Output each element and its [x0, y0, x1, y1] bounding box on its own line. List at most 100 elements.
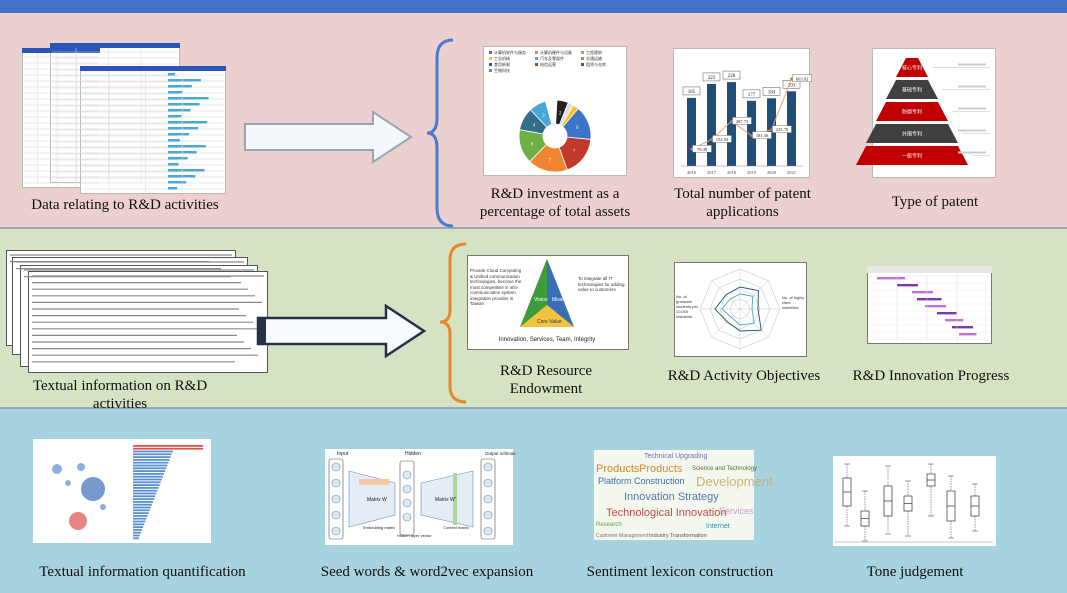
pyramid-level-label: 防御专利 — [902, 109, 922, 116]
nn-matrix-w: Matrix W — [367, 497, 387, 503]
word2vec-diagram: Input Hidden Output softmax Matrix W Mat… — [328, 451, 516, 540]
pyramid-level — [856, 146, 968, 165]
sheet-data-bar — [168, 97, 209, 100]
quant-bar — [133, 509, 150, 512]
pie-legend-swatch — [535, 63, 538, 66]
pie-legend-label: 工程建筑 — [586, 49, 602, 55]
bubble — [77, 463, 85, 471]
nn-output-node — [483, 462, 493, 472]
patent-x-tick: 2018 — [727, 170, 737, 175]
pie-slice — [560, 104, 579, 128]
nn-embed-row — [359, 479, 389, 485]
pie-chart: 计算机软件与服务计算机硬件与设备工程建筑工业机械汽车及零部件交通运输食用纸制电信… — [489, 49, 606, 173]
patent-line-label-box — [712, 135, 732, 143]
nn-hidden-node — [402, 512, 412, 522]
pyramid-level — [896, 58, 928, 77]
sheet-data-bar — [168, 121, 208, 124]
sheet-header — [80, 66, 226, 71]
patent-bar — [687, 97, 696, 166]
quant-bar — [133, 475, 163, 478]
cloud-word-7: Technological Innovation — [606, 507, 726, 519]
gantt-bar — [945, 319, 964, 322]
cloud-word-9: Research — [596, 522, 622, 528]
patent-line-label-box — [792, 74, 812, 82]
nn-embed-label: Embedding matrix — [363, 525, 395, 530]
word-cloud: Technical Upgrading Products Products Sc… — [596, 453, 773, 539]
nn-input-box — [328, 458, 344, 540]
patent-line-point — [790, 77, 793, 81]
pyramid-desc-line — [958, 151, 986, 154]
caption-sentiment-lexicon: Sentiment lexicon construction — [586, 564, 774, 580]
patent-x-tick: 2016 — [687, 170, 697, 175]
caption-word2vec: Seed words & word2vec expansion — [320, 564, 534, 580]
cloud-word-8: Services — [719, 506, 754, 516]
top-bar — [0, 0, 1067, 13]
gantt-bar — [925, 305, 946, 308]
patent-line-point — [750, 134, 753, 137]
nn-input-label: Input — [337, 451, 349, 457]
nn-hidden-node — [402, 498, 412, 508]
quant-bar — [133, 481, 161, 484]
sheet-data-bar — [168, 163, 179, 166]
cloud-word-2: Products — [639, 463, 683, 475]
pie-legend-swatch — [581, 57, 584, 60]
sheet-data-bar — [168, 73, 175, 76]
quant-bar — [133, 492, 157, 495]
pie-slice-label: 7 — [549, 158, 552, 163]
patent-line — [691, 78, 792, 150]
cloud-word-11: Industry Transformation — [649, 533, 707, 539]
sheet-data-bar — [168, 169, 205, 172]
quant-bar — [133, 487, 159, 489]
nn-hidden-node — [402, 484, 412, 494]
pie-legend-swatch — [535, 57, 538, 60]
gantt-chart — [867, 266, 992, 342]
pyramid-level-label: 基础专利 — [902, 87, 922, 94]
pie-slice-label: 2 — [551, 111, 554, 116]
patent-line-label: 603.92 — [796, 76, 808, 81]
quant-bar — [133, 498, 155, 500]
patent-x-tick: 2020 — [767, 170, 777, 175]
gantt-bar — [912, 291, 933, 294]
pyramid-level-label: 一般专利 — [902, 153, 922, 160]
pie-legend-label: 租赁与仓库 — [586, 61, 606, 67]
patent-bar — [747, 100, 756, 166]
patent-bar-label: 184 — [768, 90, 776, 95]
quant-bar — [133, 503, 152, 506]
sheet-data-bar — [168, 187, 178, 190]
radar-right-label: No. of highly cited scientists — [782, 295, 805, 310]
mission-label: Mission — [552, 297, 569, 303]
pie-slice-label: 6 — [576, 126, 579, 131]
pie-legend-label: 电信运营 — [540, 61, 556, 67]
nn-hidden-vec-label: Hidden layer vector — [397, 533, 432, 538]
quant-bar — [133, 537, 139, 540]
patent-line-label: 225.79 — [776, 127, 789, 132]
patent-bar — [727, 82, 736, 166]
pie-legend-label: 食用纸制 — [494, 61, 510, 67]
quant-bar — [133, 526, 144, 528]
nn-context-label: Context matrix — [443, 525, 469, 530]
sheet-data-bar — [168, 91, 183, 94]
caption-type-of-patent: Type of patent — [891, 194, 979, 210]
cloud-word-0: Technical Upgrading — [644, 453, 708, 460]
patent-line-point — [770, 128, 773, 131]
cloud-word-3: Science and Technology — [692, 466, 757, 472]
pie-slice-label: 6 — [531, 142, 534, 147]
caption-data-r-and-d: Data relating to R&D activities — [31, 197, 219, 213]
quant-bar — [133, 529, 142, 531]
arrow-right-2 — [256, 303, 427, 359]
vision-label: Vision — [534, 297, 548, 303]
bubble — [65, 480, 71, 486]
quant-bar — [133, 450, 173, 453]
radar-chart — [699, 268, 781, 350]
arrow-right-1 — [244, 110, 413, 164]
nn-hidden-node — [402, 470, 412, 480]
pie-legend-label: 工业机械 — [494, 55, 510, 61]
sheet-data-bar — [168, 133, 189, 136]
pyramid-desc-line — [958, 85, 986, 88]
patent-line-label: 152.93 — [716, 137, 729, 142]
sheet-data-bar — [168, 115, 182, 118]
quant-bar — [133, 501, 153, 503]
quant-bar — [133, 506, 151, 509]
nn-output-node — [483, 494, 493, 504]
